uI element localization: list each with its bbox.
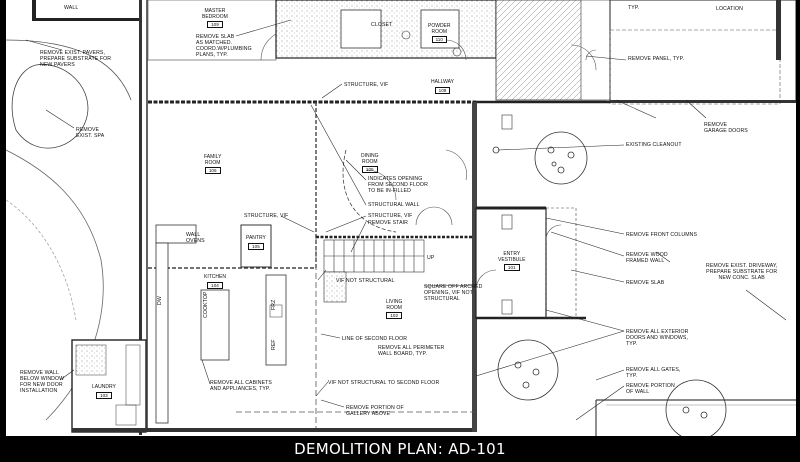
room-name: PANTRY bbox=[246, 235, 266, 241]
tree-symbols bbox=[492, 131, 727, 436]
room-number: 103 bbox=[96, 391, 112, 399]
note-existing-cleanout: EXISTING CLEANOUT bbox=[626, 142, 682, 148]
south-wall bbox=[72, 428, 472, 432]
note-remove-garage-doors: REMOVE GARAGE DOORS bbox=[704, 122, 748, 134]
label-frz: FRZ bbox=[271, 299, 277, 310]
note-opening-infilled: INDICATES OPENING FROM SECOND FLOOR TO B… bbox=[368, 176, 428, 194]
note-structure-vif-mid: STRUCTURE, VIF bbox=[368, 213, 413, 219]
room-number: 101 bbox=[503, 264, 520, 272]
note-square-off-arched: SQUARE OFF ARCHED OPENING, VIF NOT STRUC… bbox=[424, 284, 483, 302]
note-remove-portion-wall: REMOVE PORTION OF WALL bbox=[626, 383, 675, 395]
room-number: 105 bbox=[361, 166, 378, 174]
note-remove-panel: REMOVE PANEL, TYP. bbox=[628, 56, 684, 62]
note-remove-gallery: REMOVE PORTION OF GALLERY ABOVE bbox=[346, 405, 404, 417]
room-label-closet: CLOSET bbox=[371, 22, 393, 28]
room-number: 106 bbox=[204, 167, 221, 175]
note-remove-spa: REMOVE EXIST. SPA bbox=[76, 127, 105, 139]
room-name: FAMILY ROOM bbox=[204, 154, 222, 166]
room-name: LIVING ROOM bbox=[386, 299, 403, 311]
paver-edge bbox=[6, 39, 132, 101]
room-number: 109 bbox=[207, 21, 223, 29]
stair-up-label: UP bbox=[427, 255, 435, 261]
note-vif-second-floor: VIF NOT STRUCTURAL TO SECOND FLOOR bbox=[328, 380, 440, 386]
note-remove-cabinets: REMOVE ALL CABINETS AND APPLIANCES, TYP. bbox=[210, 380, 272, 392]
room-name: LAUNDRY bbox=[92, 384, 116, 390]
note-vif-not-structural: VIF NOT STRUCTURAL bbox=[336, 278, 395, 284]
note-remove-driveway: REMOVE EXIST. DRIVEWAY, PREPARE SUBSTRAT… bbox=[706, 263, 778, 281]
label-cooktop: COOKTOP bbox=[203, 291, 209, 318]
room-name: HALLWAY bbox=[431, 79, 454, 85]
label-wall-ovens: WALL OVENS bbox=[186, 232, 205, 244]
room-number: 108 bbox=[434, 86, 451, 94]
note-remove-perimeter-wallboard: REMOVE ALL PERIMETER WALL BOARD, TYP. bbox=[378, 345, 445, 357]
room-number: 105 bbox=[248, 242, 264, 250]
note-remove-slab-bath: REMOVE SLAB AS MATCHED. COORD.W/PLUMBING… bbox=[196, 34, 252, 58]
leader-lines bbox=[25, 19, 787, 421]
note-remove-exterior-doors: REMOVE ALL EXTERIOR DOORS AND WINDOWS, T… bbox=[626, 329, 689, 347]
room-name: POWDER ROOM bbox=[428, 23, 451, 35]
room-name: DINING ROOM bbox=[361, 153, 379, 165]
note-remove-stair: REMOVE STAIR bbox=[368, 220, 409, 226]
west-wall bbox=[139, 0, 142, 435]
room-name: KITCHEN bbox=[204, 274, 226, 280]
stair bbox=[323, 239, 425, 303]
figure-caption: DEMOLITION PLAN: AD-101 bbox=[294, 440, 506, 458]
note-remove-front-columns: REMOVE FRONT COLUMNS bbox=[626, 232, 698, 238]
room-label-wall: WALL bbox=[64, 5, 79, 11]
room-number: 110 bbox=[431, 36, 447, 44]
door-swings bbox=[365, 39, 597, 291]
room-number: 102 bbox=[386, 312, 403, 320]
note-structure-vif-top: STRUCTURE, VIF bbox=[344, 82, 389, 88]
note-line-second-floor: LINE OF SECOND FLOOR bbox=[342, 336, 408, 342]
label-dw: DW bbox=[157, 296, 163, 305]
spa-outline bbox=[11, 64, 89, 149]
kitchen-island bbox=[200, 289, 230, 361]
plan-linework bbox=[6, 0, 796, 436]
label-ref: REF bbox=[271, 339, 277, 350]
room-number: 104 bbox=[207, 281, 223, 289]
note-structural-wall: STRUCTURAL WALL bbox=[368, 202, 420, 208]
label-typ: TYP. bbox=[628, 5, 640, 11]
room-name: ENTRY VESTIBULE bbox=[498, 251, 526, 263]
east-wall bbox=[472, 102, 477, 432]
note-remove-slab: REMOVE SLAB bbox=[626, 280, 665, 286]
label-location: LOCATION bbox=[716, 6, 743, 12]
note-structure-vif-left: STRUCTURE, VIF bbox=[244, 213, 289, 219]
note-remove-pavers: REMOVE EXIST. PAVERS, PREPARE SUBSTRATE … bbox=[40, 50, 112, 68]
note-remove-wall-below-window: REMOVE WALL BELOW WINDOW FOR NEW DOOR IN… bbox=[20, 370, 65, 394]
room-name: MASTER BEDROOM bbox=[202, 8, 228, 20]
note-remove-gates: REMOVE ALL GATES, TYP. bbox=[626, 367, 681, 379]
note-remove-wood-wall: REMOVE WOOD FRAMED WALL bbox=[626, 252, 668, 264]
